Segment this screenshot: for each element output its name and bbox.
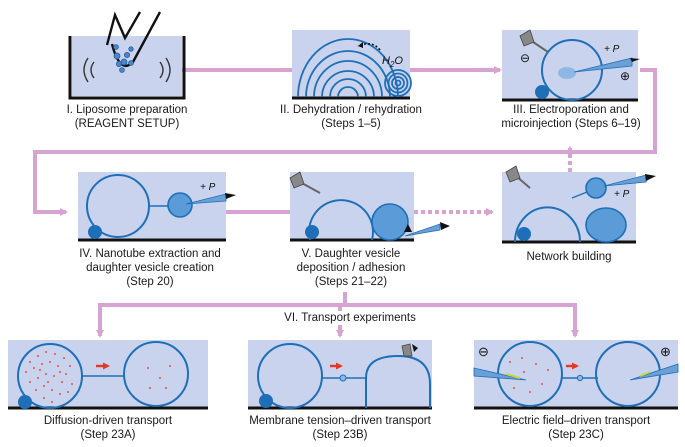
caption-step-6b-title: Membrane tension–driven transport (249, 415, 431, 427)
caption-step-3: III. Electroporation and microinjection … (501, 103, 640, 131)
panel-nanotube-extraction: + P (78, 172, 236, 242)
caption-transport-heading: VI. Transport experiments (280, 311, 420, 325)
caption-step-6a-title: Diffusion-driven transport (43, 415, 173, 427)
panel-vesicle-deposition (289, 171, 450, 242)
plus-sign-c: ⊕ (660, 344, 671, 359)
water-label-h: H (382, 55, 390, 67)
water-label-o: O (394, 55, 403, 67)
caption-step-2: II. Dehydration / rehydration (Steps 1–5… (280, 103, 422, 131)
caption-step-6c: Electric field–driven transport (Step 23… (502, 414, 650, 442)
water-label-sub: 2 (389, 60, 395, 69)
flow-arrows (33, 66, 657, 338)
caption-step-4-sub: daughter vesicle creation (86, 262, 214, 274)
caption-step-4-sub2: (Step 20) (126, 276, 174, 288)
pressure-label-3: + P (614, 189, 630, 200)
panel-diffusion-transport (8, 340, 208, 410)
panel-electric-transport: ⊖ ⊕ (473, 340, 679, 410)
svg-text:H2O: H2O (382, 55, 403, 69)
caption-step-6b: Membrane tension–driven transport (Step … (249, 414, 431, 442)
pressure-label-2: + P (200, 182, 216, 193)
caption-step-6a: Diffusion-driven transport (Step 23A) (44, 414, 172, 442)
caption-step-1-title: I. Liposome preparation (66, 104, 188, 116)
caption-step-4: IV. Nanotube extraction and daughter ves… (79, 247, 221, 289)
panel-electroporation: ⊖ ⊕ + P (502, 29, 640, 102)
caption-step-6a-sub: (Step 23A) (80, 429, 136, 441)
caption-step-6c-title: Electric field–driven transport (501, 415, 651, 427)
caption-step-1: I. Liposome preparation (REAGENT SETUP) (67, 103, 188, 131)
caption-step-5-sub2: (Steps 21–22) (314, 276, 388, 288)
minus-sign: ⊖ (520, 51, 530, 65)
caption-step-5-sub: deposition / adhesion (296, 262, 406, 274)
caption-step-2-title: II. Dehydration / rehydration (280, 104, 422, 116)
arrow-3-to-4 (33, 68, 657, 216)
panel-dehydration: H2O (292, 30, 412, 100)
caption-step-6b-sub: (Step 23B) (312, 429, 368, 441)
panel-network-building: + P (502, 165, 656, 244)
caption-network-title: Network building (526, 251, 612, 263)
caption-step-3-title: III. Electroporation and (513, 104, 629, 116)
caption-step-5: V. Daughter vesicle deposition / adhesio… (297, 247, 406, 289)
caption-step-5-title: V. Daughter vesicle (301, 248, 401, 260)
panel-liposome-preparation (68, 11, 186, 100)
panel-tension-transport (248, 340, 432, 410)
caption-step-6c-sub: (Step 23C) (548, 429, 604, 441)
caption-step-1-sub: (REAGENT SETUP) (74, 118, 180, 130)
caption-step-2-sub: (Steps 1–5) (321, 118, 381, 130)
caption-step-3-sub: microinjection (Steps 6–19) (501, 118, 641, 130)
transport-heading: VI. Transport experiments (284, 312, 416, 324)
caption-step-4-title: IV. Nanotube extraction and (79, 248, 221, 260)
minus-sign-c: ⊖ (478, 344, 489, 359)
pressure-label-1: + P (604, 44, 620, 55)
caption-network: Network building (526, 250, 611, 264)
plus-sign: ⊕ (620, 69, 630, 83)
